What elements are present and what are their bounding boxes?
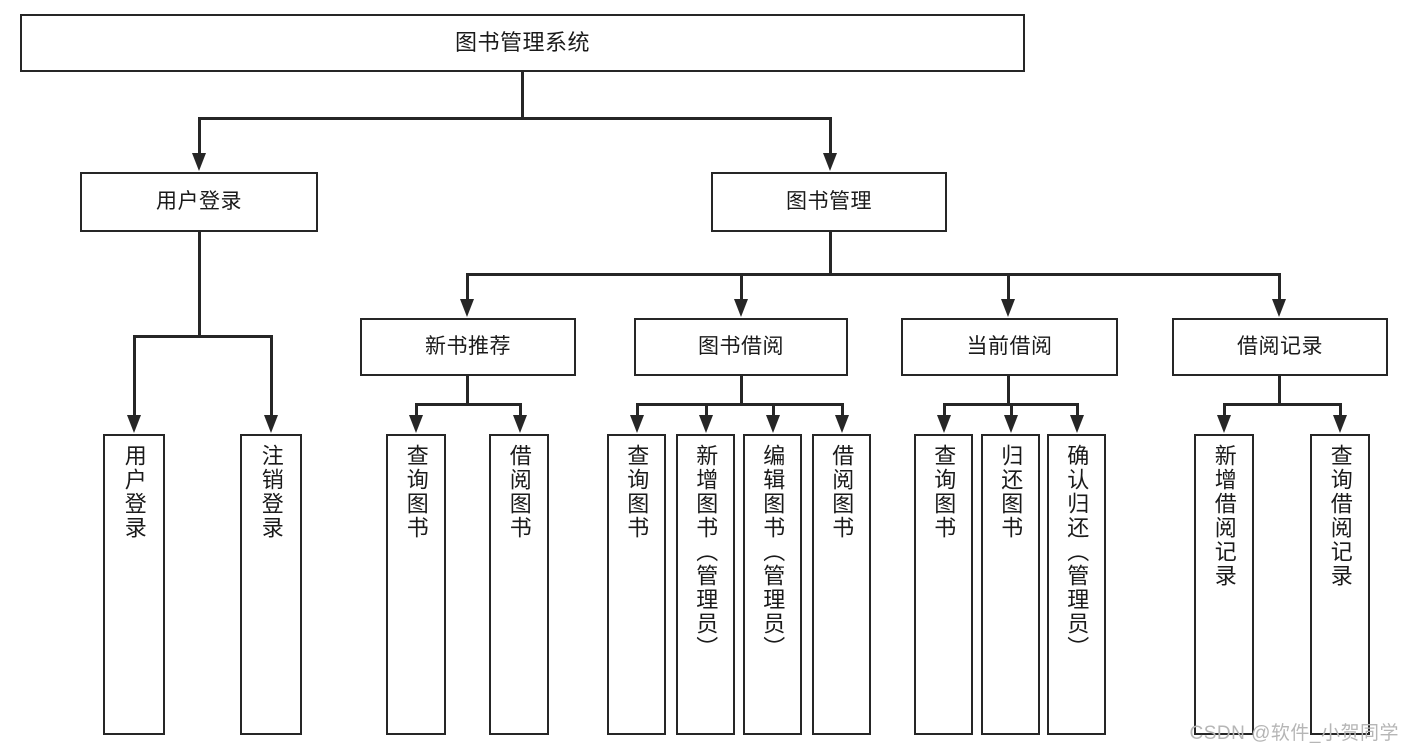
connector-book-borrow-to-leaf-4 (841, 403, 844, 417)
arrowhead-book-mgmt-to-book-borrow (734, 299, 748, 317)
node-leaf-borrow-book-new-rec[interactable]: 借阅图书 (489, 434, 549, 735)
arrowhead-user-login-to-leaf-2 (264, 415, 278, 433)
connector-book-borrow-to-leaf-3 (772, 403, 775, 417)
node-label: 查询图书 (403, 444, 429, 540)
arrowhead-book-mgmt-to-new-book (460, 299, 474, 317)
node-leaf-add-book-admin[interactable]: 新增图书（管理员） (676, 434, 735, 735)
node-label: 新增借阅记录 (1211, 444, 1237, 588)
arrowhead-new-book-to-leaf-2 (513, 415, 527, 433)
connector-book-borrow-to-leaf-1 (636, 403, 639, 417)
csdn-watermark: CSDN @软件_小贺同学 (1189, 723, 1399, 744)
node-leaf-user-login[interactable]: 用户登录 (103, 434, 165, 735)
arrowhead-user-login-to-leaf-1 (127, 415, 141, 433)
node-label: 用户登录 (156, 189, 242, 213)
node-label: 确认归还（管理员） (1064, 444, 1090, 660)
node-label: 新增图书（管理员） (693, 444, 719, 660)
connector-new-book-bus (415, 403, 521, 406)
node-user-login[interactable]: 用户登录 (80, 172, 318, 232)
connector-book-borrow-stem (740, 376, 743, 404)
node-label: 注销登录 (258, 444, 284, 540)
arrowhead-book-borrow-to-leaf-2 (699, 415, 713, 433)
connector-user-login-to-leaf-1 (133, 335, 136, 417)
arrowhead-current-borrow-to-leaf-2 (1004, 415, 1018, 433)
connector-new-book-stem (466, 376, 469, 404)
connector-book-mgmt-to-borrow-record (1278, 273, 1281, 301)
arrowhead-current-borrow-to-leaf-3 (1070, 415, 1084, 433)
node-leaf-user-logout[interactable]: 注销登录 (240, 434, 302, 735)
node-root-book-management-system[interactable]: 图书管理系统 (20, 14, 1025, 72)
arrowhead-book-borrow-to-leaf-3 (766, 415, 780, 433)
connector-user-login-to-leaf-2 (270, 335, 273, 417)
node-leaf-confirm-return-admin[interactable]: 确认归还（管理员） (1047, 434, 1106, 735)
connector-current-borrow-to-leaf-2 (1010, 403, 1013, 417)
node-new-book-recommendation[interactable]: 新书推荐 (360, 318, 576, 376)
connector-borrow-record-to-leaf-2 (1339, 403, 1342, 417)
node-leaf-query-book-current[interactable]: 查询图书 (914, 434, 973, 735)
node-label: 图书管理 (786, 189, 872, 213)
node-borrowing-record[interactable]: 借阅记录 (1172, 318, 1388, 376)
connector-book-borrow-bus (636, 403, 843, 406)
node-label: 图书管理系统 (454, 30, 590, 56)
arrowhead-book-mgmt-to-current-borrow (1001, 299, 1015, 317)
node-label: 编辑图书（管理员） (760, 444, 786, 660)
arrowhead-current-borrow-to-leaf-1 (937, 415, 951, 433)
node-book-borrowing[interactable]: 图书借阅 (634, 318, 848, 376)
connector-book-borrow-to-leaf-2 (705, 403, 708, 417)
connector-root-stem (521, 72, 524, 118)
connector-current-borrow-stem (1007, 376, 1010, 404)
arrowhead-book-mgmt-to-borrow-record (1272, 299, 1286, 317)
arrowhead-borrow-record-to-leaf-1 (1217, 415, 1231, 433)
node-leaf-query-borrow-record[interactable]: 查询借阅记录 (1310, 434, 1370, 735)
node-label: 借阅图书 (829, 444, 855, 540)
connector-borrow-record-bus (1223, 403, 1341, 406)
connector-new-book-to-leaf-2 (519, 403, 522, 417)
node-label: 新书推荐 (425, 334, 511, 358)
arrowhead-book-borrow-to-leaf-4 (835, 415, 849, 433)
node-label: 查询图书 (624, 444, 650, 540)
node-label: 用户登录 (121, 444, 147, 540)
arrowhead-root-to-book-mgmt (823, 153, 837, 171)
connector-book-mgmt-to-new-book (466, 273, 469, 301)
connector-book-mgmt-to-current-borrow (1007, 273, 1010, 301)
arrowhead-borrow-record-to-leaf-2 (1333, 415, 1347, 433)
node-leaf-borrow-book-borrow[interactable]: 借阅图书 (812, 434, 871, 735)
connector-user-login-stem (198, 232, 201, 336)
arrowhead-new-book-to-leaf-1 (409, 415, 423, 433)
node-label: 查询图书 (931, 444, 957, 540)
arrowhead-book-borrow-to-leaf-1 (630, 415, 644, 433)
connector-user-login-bus (133, 335, 272, 338)
connector-current-borrow-to-leaf-1 (943, 403, 946, 417)
node-book-management[interactable]: 图书管理 (711, 172, 947, 232)
connector-root-to-user-login (198, 117, 201, 155)
connector-new-book-to-leaf-1 (415, 403, 418, 417)
node-label: 查询借阅记录 (1327, 444, 1353, 588)
node-leaf-return-book[interactable]: 归还图书 (981, 434, 1040, 735)
node-leaf-query-book-borrow[interactable]: 查询图书 (607, 434, 666, 735)
node-label: 借阅图书 (506, 444, 532, 540)
node-leaf-query-book-new-rec[interactable]: 查询图书 (386, 434, 446, 735)
node-current-borrowing[interactable]: 当前借阅 (901, 318, 1118, 376)
node-label: 当前借阅 (966, 334, 1053, 358)
connector-root-bus (198, 117, 832, 120)
node-label: 归还图书 (998, 444, 1024, 540)
connector-borrow-record-to-leaf-1 (1223, 403, 1226, 417)
node-leaf-edit-book-admin[interactable]: 编辑图书（管理员） (743, 434, 802, 735)
connector-root-to-book-mgmt (829, 117, 832, 155)
connector-borrow-record-stem (1278, 376, 1281, 404)
connector-book-mgmt-to-book-borrow (740, 273, 743, 301)
node-leaf-add-borrow-record[interactable]: 新增借阅记录 (1194, 434, 1254, 735)
connector-current-borrow-to-leaf-3 (1076, 403, 1079, 417)
node-label: 借阅记录 (1237, 334, 1323, 358)
arrowhead-root-to-user-login (192, 153, 206, 171)
connector-book-mgmt-stem (829, 232, 832, 274)
connector-book-mgmt-bus (466, 273, 1280, 276)
node-label: 图书借阅 (698, 334, 784, 358)
